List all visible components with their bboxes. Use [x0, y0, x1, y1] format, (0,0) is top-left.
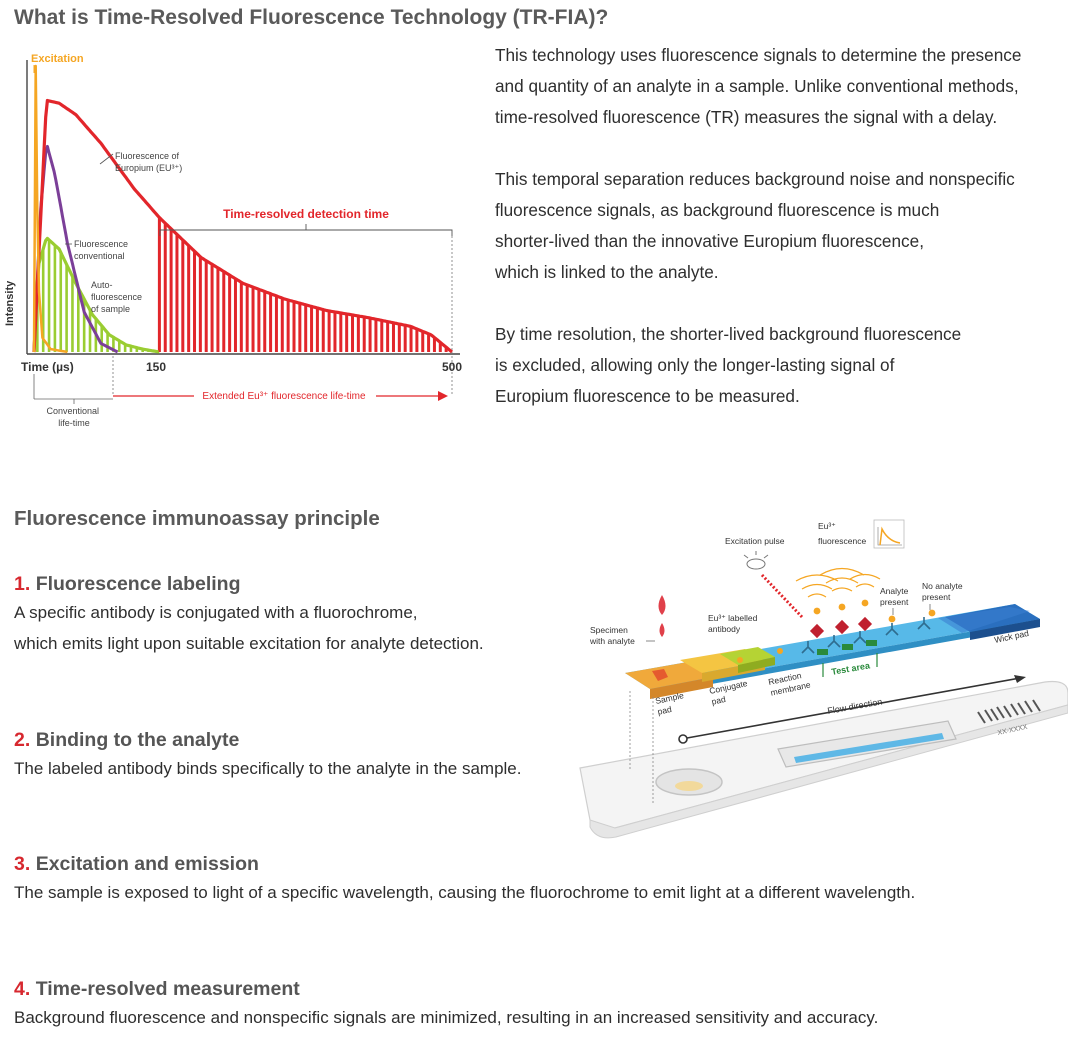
section-title: Fluorescence immunoassay principle — [14, 507, 380, 530]
intro-paragraph-1: This technology uses fluorescence signal… — [495, 45, 1022, 127]
page-title: What is Time-Resolved Fluorescence Techn… — [14, 6, 609, 29]
y-axis-label: Intensity — [4, 280, 16, 326]
svg-text:Excitation pulse: Excitation pulse — [725, 536, 785, 546]
conventional-lifetime-label: Conventional life-time — [46, 406, 101, 428]
svg-text:Eu³⁺fluorescence: Eu³⁺fluorescence — [818, 521, 866, 546]
capture-antibodies — [801, 617, 931, 654]
conventional-label: Fluorescence conventional — [74, 239, 131, 261]
x-tick-150: 150 — [146, 360, 166, 374]
europium-label: Fluorescence of Europium (EU³⁺) — [115, 151, 182, 173]
detection-window-label: Time-resolved detection time — [223, 207, 389, 221]
auto-fluorescence-label: Auto- fluorescence of sample — [91, 280, 145, 314]
emission-waves — [795, 567, 881, 598]
svg-text:Reactionmembrane: Reactionmembrane — [767, 669, 811, 698]
excitation-label: Excitation — [31, 53, 84, 65]
x-axis-label: Time (µs) — [21, 360, 74, 374]
lateral-flow-strip-illustration: XX-XXXX Flow direction Test area — [579, 519, 1068, 839]
x-tick-500: 500 — [442, 360, 462, 374]
europium-curve — [32, 98, 454, 354]
sample-pad — [625, 662, 713, 689]
intro-text: This technology uses fluorescence signal… — [495, 40, 1060, 443]
step-4: 4. Time-resolved measurement Background … — [14, 978, 879, 1027]
extended-lifetime-label: Extended Eu³⁺ fluorescence life-time — [202, 391, 366, 402]
excitation-lamp — [743, 551, 769, 570]
intro-paragraph-3: By time resolution, the shorter-lived ba… — [495, 324, 962, 406]
svg-text:Test area: Test area — [831, 660, 872, 677]
autofluorescence-curve — [32, 236, 160, 354]
step-3: 3. Excitation and emission The sample is… — [14, 853, 916, 902]
tr-fluorescence-chart: Intensity Time (µs) 150 500 Excitation F… — [4, 53, 462, 428]
barcode — [977, 699, 1041, 724]
step-2: 2. Binding to the analyte The labeled an… — [14, 729, 522, 778]
excitation-curve — [32, 64, 68, 354]
sample-droplets — [658, 595, 666, 637]
conventional-curve — [32, 144, 119, 354]
intro-paragraph-2: This temporal separation reduces backgro… — [495, 169, 1015, 282]
analyte-markers — [737, 599, 936, 663]
step-1: 1. Fluorescence labeling A specific anti… — [14, 573, 484, 653]
